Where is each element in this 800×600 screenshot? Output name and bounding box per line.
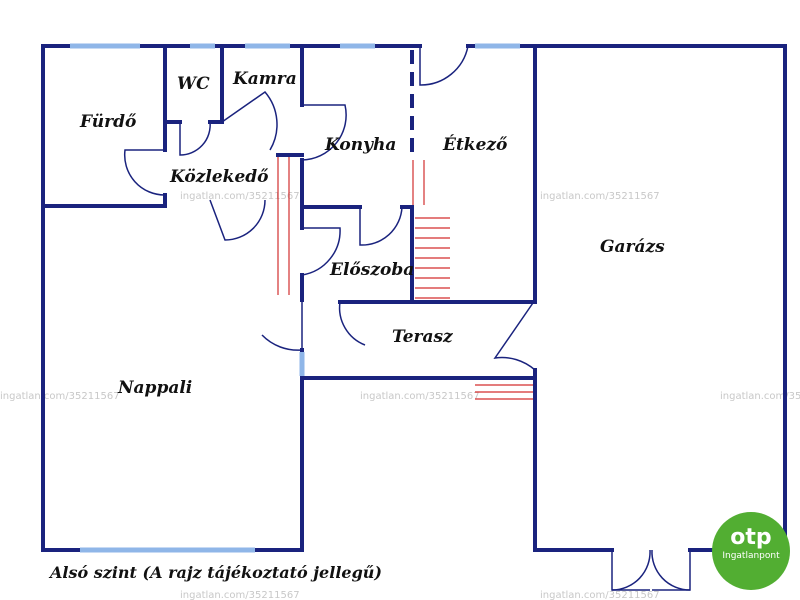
watermark: ingatlan.com/35211567 <box>540 191 660 202</box>
watermark: ingatlan.com/35211567 <box>720 391 800 402</box>
watermark: ingatlan.com/35211567 <box>0 391 120 402</box>
stairs-main <box>412 160 450 299</box>
otp-logo: otp Ingatlanpont <box>712 512 790 590</box>
room-label-konyha: Konyha <box>324 135 396 155</box>
room-label-nappali: Nappali <box>117 378 192 398</box>
stairs-terrace <box>475 384 533 400</box>
stairs-hall <box>277 155 290 295</box>
logo-sub: Ingatlanpont <box>722 551 780 561</box>
plan-caption: Alsó szint (A rajz tájékoztató jellegű) <box>50 563 382 582</box>
logo-mark: otp <box>730 525 772 550</box>
room-label-garazs: Garázs <box>600 237 665 257</box>
room-label-kozlekedo: Közlekedő <box>169 167 269 187</box>
watermark: ingatlan.com/35211567 <box>360 391 480 402</box>
room-label-eloszoba: Előszoba <box>329 260 414 280</box>
stairs <box>277 155 533 400</box>
doors <box>123 45 691 591</box>
room-label-kamra: Kamra <box>232 69 297 89</box>
room-labels: Fürdő WC Kamra Konyha Étkező Közlekedő E… <box>79 69 665 398</box>
room-label-etkezo: Étkező <box>442 134 508 155</box>
watermark: ingatlan.com/35211567 <box>180 191 300 202</box>
room-label-terasz: Terasz <box>392 327 453 347</box>
room-label-wc: WC <box>177 74 210 94</box>
watermark: ingatlan.com/35211567 <box>540 590 660 600</box>
watermark: ingatlan.com/35211567 <box>180 590 300 600</box>
windows <box>70 43 520 553</box>
room-label-furdo: Fürdő <box>79 112 137 132</box>
watermarks: ingatlan.com/35211567 ingatlan.com/35211… <box>0 191 800 600</box>
